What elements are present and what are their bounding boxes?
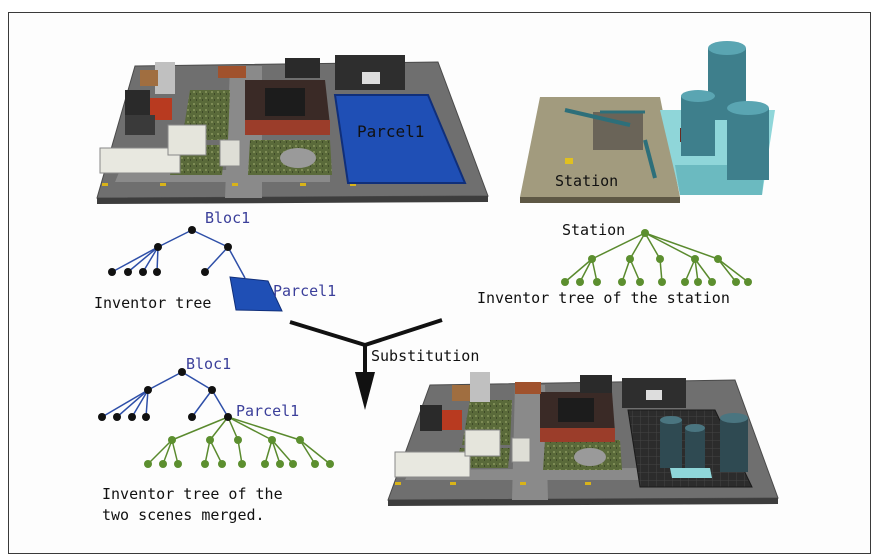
merged-caption-line1: Inventor tree of the [102,485,283,503]
tree-bloc1-top [111,229,246,279]
tree-station-nodes [561,229,752,286]
tree-merged [101,371,331,465]
station-scene-label: Station [555,172,619,190]
merged-caption-line2: two scenes merged. [102,506,265,524]
tree-station [564,232,749,283]
inventor-tree-label: Inventor tree [94,294,212,312]
parcel1-bottom-label: Parcel1 [236,402,300,420]
bloc1-top-label: Bloc1 [205,209,251,227]
station-tree-root-label: Station [562,221,626,239]
bloc1-bottom-label: Bloc1 [186,355,232,373]
city-scene-merged [387,372,779,506]
station-tree-caption: Inventor tree of the station [477,289,730,307]
city-scene-top [96,55,489,204]
tree-merged-black-nodes [98,368,232,421]
parcel1-top-tree-label: Parcel1 [273,282,337,300]
parcel1-swatch [229,276,283,312]
station-scene-top [520,41,775,203]
parcel1-scene-label: Parcel1 [357,122,425,141]
substitution-arrowhead [355,372,375,410]
substitution-label: Substitution [371,347,480,365]
tree-bloc1-top-nodes [108,226,232,276]
tree-merged-green-nodes [144,436,334,468]
